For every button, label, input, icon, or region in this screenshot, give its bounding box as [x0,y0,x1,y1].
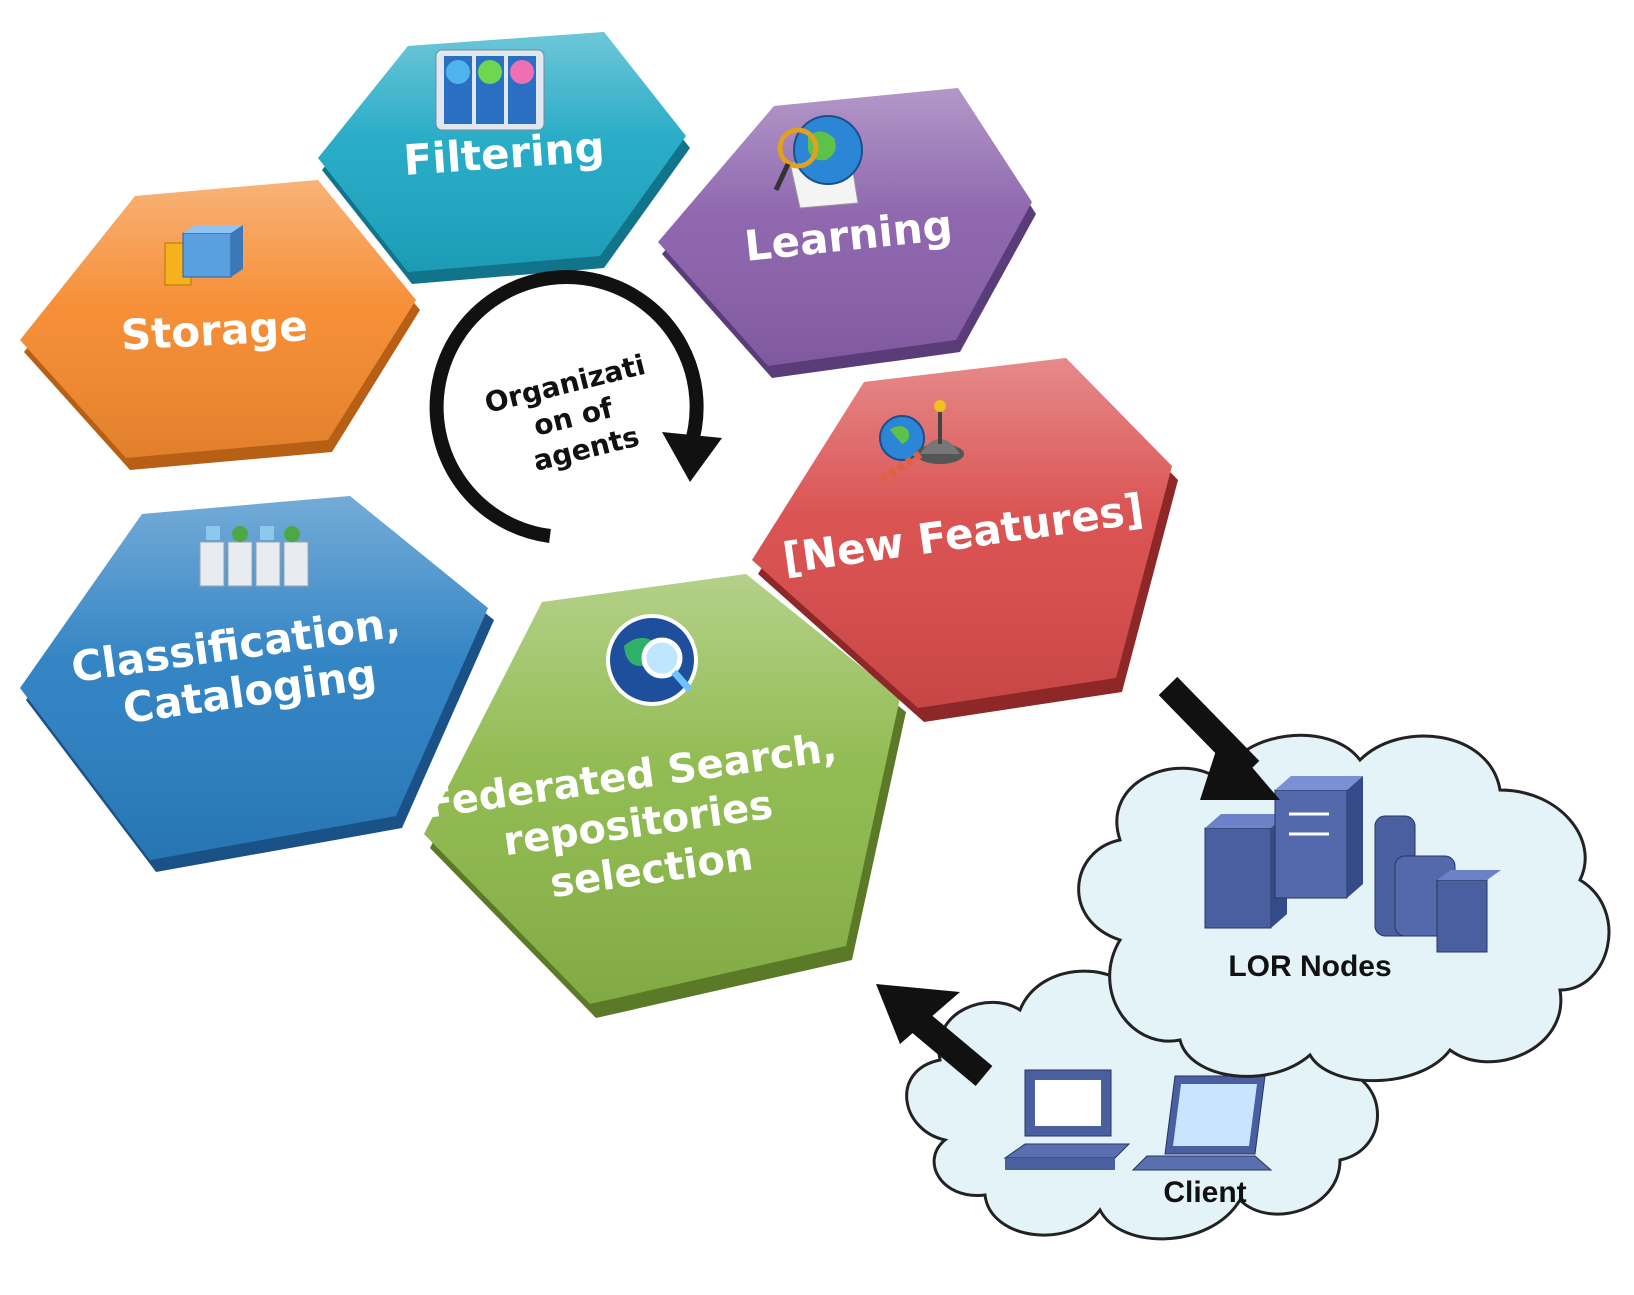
hex-storage-line: Storage [120,301,309,360]
storage-boxes-icon [164,225,243,286]
hex-new-features-shine [752,358,1172,708]
cloud-lor-shape [1077,733,1611,1083]
cycle-label: Organizati on of agents [481,346,674,486]
globe-satellite-icon [879,400,964,484]
hex-federated-shine [424,574,900,1004]
cloud-lor-nodes: LOR Nodes [1077,733,1611,1083]
computers-icon [1003,1069,1273,1171]
cloud-client-label: Client [1163,1176,1246,1209]
hex-storage-label: Storage [120,301,309,360]
arrow-to-lor [1158,676,1280,800]
filter-bars-icon [435,49,545,131]
cycle-arrow [429,270,704,543]
hex-classification-shine [20,496,488,860]
agent-cycle: Organizati on of agents [429,270,722,543]
catalog-boxes-icon [199,526,309,587]
hex-classification: Classification, Cataloging [20,496,494,872]
hex-learning-shine [658,88,1032,366]
cycle-arrowhead [662,432,722,482]
search-globe-icon [606,614,698,706]
hex-federated: Federated Search, repositories selection [423,574,906,1018]
hex-new-features: [New Features] [752,358,1178,722]
cloud-lor-label: LOR Nodes [1228,950,1391,983]
hex-filtering: Filtering [318,32,690,284]
server-cluster-icon [1204,776,1501,953]
hex-storage-shine [20,180,416,458]
hex-filtering-shine [318,32,686,272]
globe-magnifier-icon [773,115,863,209]
arrow-from-client [876,984,993,1086]
hex-learning: Learning [658,88,1036,378]
hex-storage: Storage [20,180,420,470]
